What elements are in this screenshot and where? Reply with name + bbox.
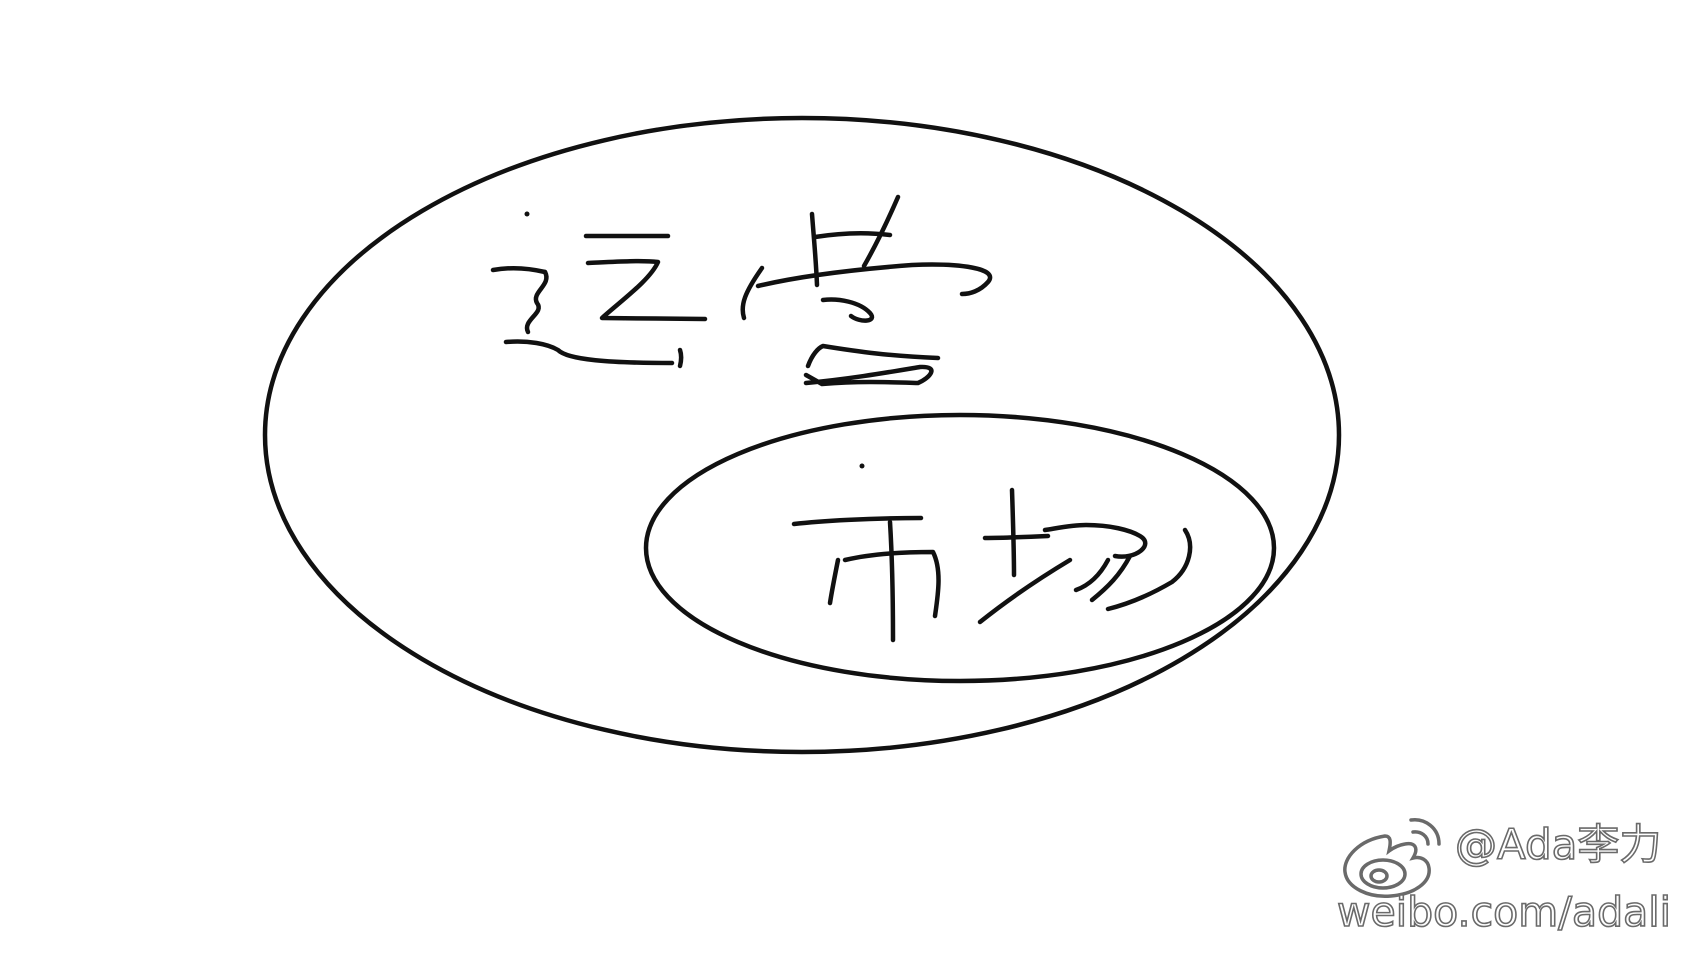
handwritten-ying-glyph xyxy=(740,194,993,387)
inner-ellipse-marketing xyxy=(643,412,1277,684)
weibo-handle: @Ada李力 xyxy=(1454,820,1662,869)
weibo-watermark: @Ada李力 weibo.com/adali xyxy=(1336,802,1697,952)
handwritten-shi-glyph xyxy=(791,463,941,643)
outer-ellipse-operations xyxy=(262,115,1342,755)
weibo-url: weibo.com/adali xyxy=(1336,888,1672,936)
handwritten-yun-glyph xyxy=(490,211,708,369)
weibo-logo-icon xyxy=(1343,818,1441,898)
handwritten-chang-glyph xyxy=(977,487,1193,625)
